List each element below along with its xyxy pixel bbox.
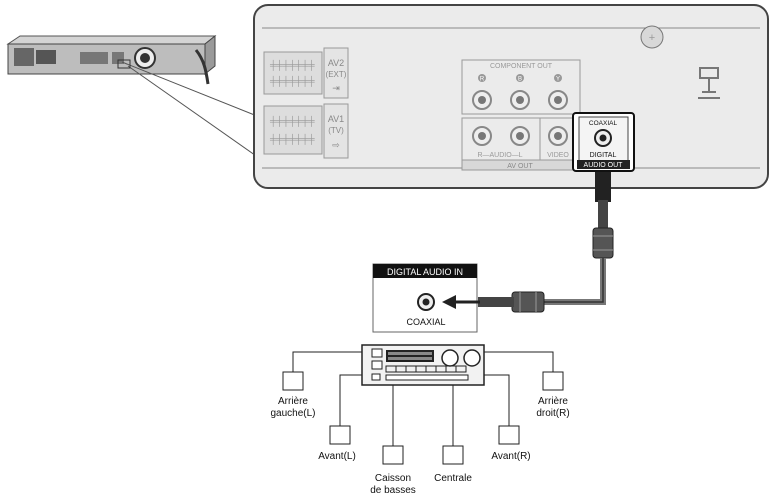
output-arrow-icon: ⇨ (332, 140, 340, 150)
component-jack-label-0: R (480, 77, 485, 83)
digital-audio-out-port: COAXIAL DIGITAL AUDIO OUT (572, 112, 635, 172)
speaker-rear-right: Arrière droit(R) (536, 371, 570, 419)
audio-out-label: AUDIO OUT (584, 162, 624, 169)
av-receiver (361, 344, 485, 386)
scart-av2-connector: ╪╪╪╪╪╪╪ ╪╪╪╪╪╪╪ AV2 (EXT) ⇥ (263, 47, 349, 99)
video-label: VIDEO (547, 152, 569, 159)
component-jack-r: R (472, 74, 492, 110)
rear-left-label-1: Arrière (278, 396, 308, 407)
speaker-subwoofer: Caisson de basses (370, 445, 416, 496)
digital-audio-in-header: DIGITAL AUDIO IN (387, 267, 463, 277)
speaker-center: Centrale (434, 445, 472, 484)
subwoofer-label-2: de basses (370, 485, 416, 496)
svg-text:╪╪╪╪╪╪╪: ╪╪╪╪╪╪╪ (269, 75, 315, 87)
digital-label: DIGITAL (590, 152, 617, 159)
rear-right-label-1: Arrière (538, 396, 568, 407)
component-out-label: COMPONENT OUT (490, 63, 553, 70)
front-left-label: Avant(L) (318, 451, 356, 462)
speaker-wires (292, 351, 554, 446)
coaxial-in-label: COAXIAL (406, 317, 445, 327)
svg-text:╪╪╪╪╪╪╪: ╪╪╪╪╪╪╪ (269, 59, 315, 71)
component-out-group: COMPONENT OUT R B Y (461, 59, 581, 115)
component-jack-y: Y (548, 74, 568, 110)
speaker-rear-left: Arrière gauche(L) (270, 371, 316, 419)
svg-text:+: + (649, 32, 655, 44)
center-label: Centrale (434, 473, 472, 484)
av-out-group: R—AUDIO—L VIDEO AV OUT (461, 117, 579, 171)
player-unit (6, 34, 217, 85)
av-out-label: AV OUT (507, 163, 533, 170)
svg-text:╪╪╪╪╪╪╪: ╪╪╪╪╪╪╪ (269, 115, 315, 127)
speaker-front-left: Avant(L) (318, 425, 356, 462)
arrow-left-icon (442, 295, 456, 309)
av2-label: AV2 (328, 58, 344, 68)
front-right-label: Avant(R) (491, 451, 530, 462)
input-arrow-icon: ⇥ (332, 83, 340, 93)
scart-av1-connector: ╪╪╪╪╪╪╪ ╪╪╪╪╪╪╪ AV1 (TV) ⇨ (263, 103, 349, 159)
component-jack-label-1: B (518, 77, 522, 83)
coaxial-port-label: COAXIAL (589, 120, 618, 127)
coaxial-cable (478, 172, 614, 313)
svg-text:╪╪╪╪╪╪╪: ╪╪╪╪╪╪╪ (269, 133, 315, 145)
subwoofer-label-1: Caisson (375, 473, 411, 484)
av1-sub-label: (TV) (328, 126, 344, 135)
av1-label: AV1 (328, 114, 344, 124)
component-jack-label-2: Y (556, 77, 560, 83)
rear-right-label-2: droit(R) (536, 408, 569, 419)
av2-sub-label: (EXT) (326, 70, 347, 79)
digital-audio-in-box: DIGITAL AUDIO IN COAXIAL (372, 263, 480, 333)
zoom-lines (117, 59, 263, 161)
component-jack-b: B (510, 74, 530, 110)
speaker-front-right: Avant(R) (491, 425, 531, 462)
rear-left-label-2: gauche(L) (270, 408, 315, 419)
audio-label: R—AUDIO—L (477, 152, 522, 159)
